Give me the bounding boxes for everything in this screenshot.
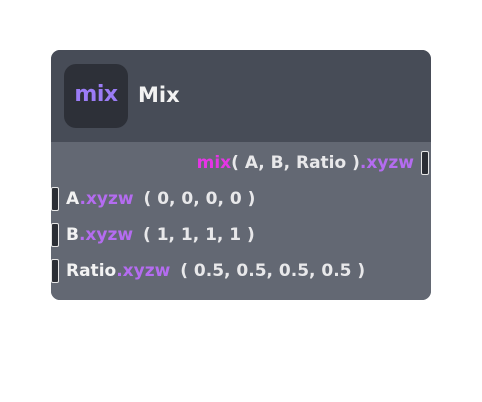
node-header[interactable]: mix Mix xyxy=(51,50,431,142)
mix-node[interactable]: mix Mix mix( A, B, Ratio ).xyzw A.xyzw (… xyxy=(51,50,431,300)
node-body xyxy=(51,142,431,300)
input-swizzle-a: .xyzw xyxy=(79,189,134,209)
input-port-b[interactable] xyxy=(51,223,59,247)
output-arguments: ( A, B, Ratio ) xyxy=(231,153,360,173)
input-row-b: B.xyzw ( 1, 1, 1, 1 ) xyxy=(66,222,255,248)
input-value-a[interactable]: ( 0, 0, 0, 0 ) xyxy=(143,189,256,209)
output-function-name: mix xyxy=(196,153,232,173)
mix-node-icon: mix xyxy=(64,64,128,128)
input-swizzle-b: .xyzw xyxy=(78,225,134,245)
output-port[interactable] xyxy=(421,151,429,175)
node-title: Mix xyxy=(138,83,180,107)
input-name-b: B xyxy=(66,225,79,245)
node-icon-label: mix xyxy=(74,81,118,107)
input-name-a: A xyxy=(66,189,80,209)
output-expression: mix( A, B, Ratio ).xyzw xyxy=(197,150,414,176)
input-name-ratio: Ratio xyxy=(66,261,117,281)
input-port-ratio[interactable] xyxy=(51,259,59,283)
input-row-ratio: Ratio.xyzw ( 0.5, 0.5, 0.5, 0.5 ) xyxy=(66,258,365,284)
input-value-ratio[interactable]: ( 0.5, 0.5, 0.5, 0.5 ) xyxy=(180,261,366,281)
output-swizzle: .xyzw xyxy=(359,153,414,173)
input-port-a[interactable] xyxy=(51,187,59,211)
input-swizzle-ratio: .xyzw xyxy=(116,261,171,281)
input-row-a: A.xyzw ( 0, 0, 0, 0 ) xyxy=(66,186,255,212)
input-value-b[interactable]: ( 1, 1, 1, 1 ) xyxy=(143,225,255,245)
